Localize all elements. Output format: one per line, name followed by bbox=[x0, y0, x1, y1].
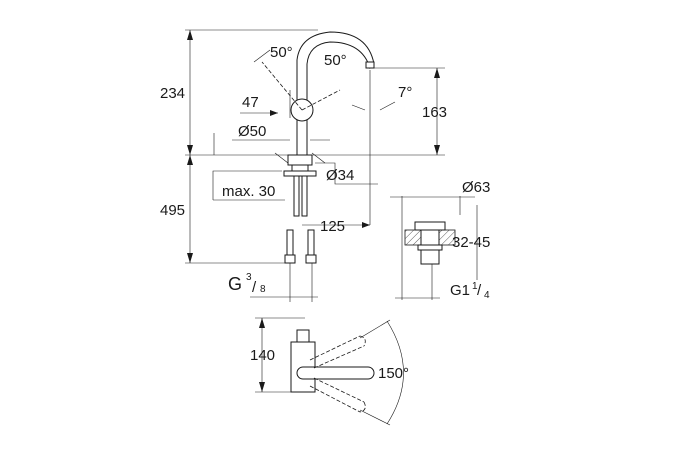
dim-diameter-50: Ø50 bbox=[238, 123, 266, 140]
dim-angle-7: 7° bbox=[398, 84, 412, 101]
dim-234: 234 bbox=[160, 85, 185, 102]
dim-163: 163 bbox=[422, 104, 447, 121]
dim-140: 140 bbox=[250, 347, 275, 364]
dim-angle-right: 50° bbox=[324, 52, 347, 69]
dim-125: 125 bbox=[320, 218, 345, 235]
drain-side-view: Ø63 32-45 G1 1 / 4 bbox=[390, 179, 490, 301]
dim-drain-thread: G1 bbox=[450, 282, 470, 299]
dim-max-30: max. 30 bbox=[222, 183, 275, 200]
dim-diameter-63: Ø63 bbox=[462, 179, 490, 196]
dim-drain-slash: / bbox=[477, 282, 482, 299]
dim-thread-slash: / bbox=[252, 279, 257, 296]
dim-thread-den: 8 bbox=[260, 284, 266, 295]
dim-495: 495 bbox=[160, 202, 185, 219]
dim-32-45: 32-45 bbox=[452, 234, 490, 251]
dimension-height: 234 495 bbox=[160, 30, 193, 263]
faucet-side-view bbox=[261, 31, 375, 264]
dim-angle-150: 150° bbox=[378, 365, 409, 382]
dim-thread-g: G bbox=[228, 274, 242, 294]
dim-47: 47 bbox=[242, 94, 259, 111]
faucet-top-view: 140 150° bbox=[250, 317, 409, 426]
dim-angle-left: 50° bbox=[270, 44, 293, 61]
dim-thread-num: 3 bbox=[246, 272, 252, 283]
extension-lines bbox=[185, 29, 445, 264]
dim-drain-den: 4 bbox=[484, 290, 490, 301]
dim-drain-num: 1 bbox=[472, 281, 478, 292]
dim-diameter-34: Ø34 bbox=[326, 167, 354, 184]
